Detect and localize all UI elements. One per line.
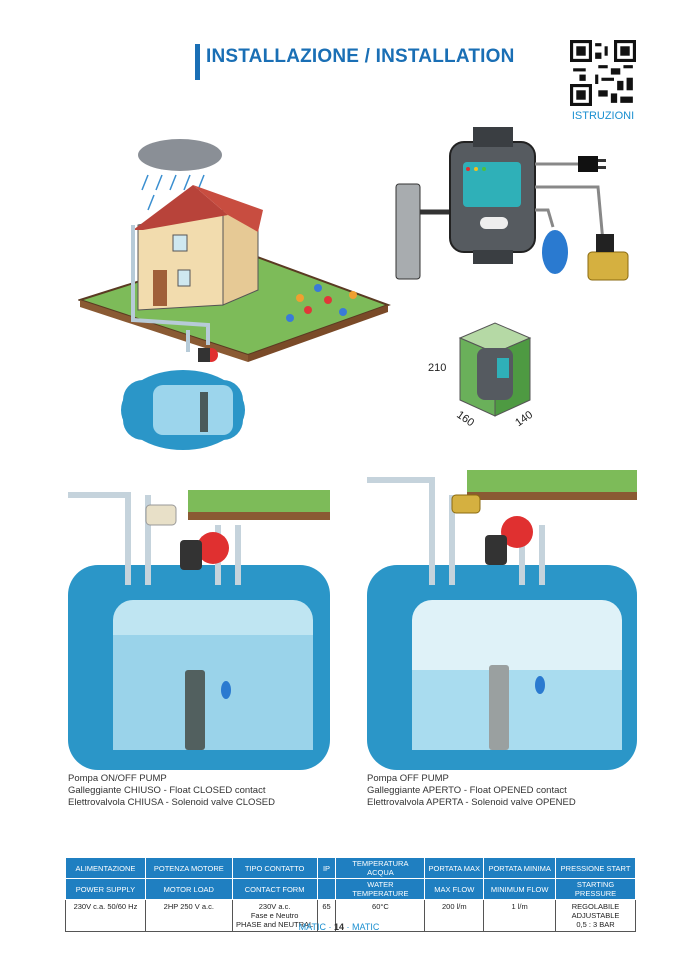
caption-line: Galleggiante APERTO - Float OPENED conta… [367,785,567,796]
column-header: TEMPERATURA ACQUA [335,857,426,879]
page-footer: MATIC · 14 · MATIC [0,922,678,932]
caption-left: Pompa ON/OFF PUMP Galleggiante CHIUSO - … [68,773,275,809]
column-header: POWER SUPPLY [65,878,146,900]
cell-line: REGOLABILE [571,902,620,911]
title-accent-bar [195,44,200,80]
cell-line: 1 l/m [511,902,528,911]
table-cell: 65 [316,899,337,932]
tank-diagram-opened [367,470,637,770]
column-header: ALIMENTAZIONE [65,857,146,879]
column-header: PORTATA MINIMA [483,857,557,879]
cell-line: 60°C [372,902,389,911]
column-header: IP [316,857,337,879]
caption-line: Galleggiante CHIUSO - Float CLOSED conta… [68,785,266,796]
column-header: CONTACT FORM [231,878,318,900]
tank-diagram-closed [68,490,330,770]
column-header [316,878,337,900]
table-row: 230V c.a. 50/60 Hz 2HP 250 V a.c. 230V a.c… [65,899,636,932]
column-header: MOTOR LOAD [144,878,233,900]
column-header: PRESSIONE START [555,857,636,879]
cell-line: 2HP 250 V a.c. [163,902,214,911]
cell-line: PHASE and NEUTRAL [236,920,314,929]
dimension-height: 210 [428,362,447,374]
cell-line: 230V c.a. 50/60 Hz [73,902,138,911]
column-header: TIPO CONTATTO [231,857,318,879]
qr-label: ISTRUZIONI [571,110,635,122]
table-cell: 200 l/m [424,899,485,932]
column-header: POTENZA MOTORE [144,857,233,879]
cell-line: 65 [322,902,331,911]
page-title: INSTALLAZIONE / INSTALLATION [206,46,515,67]
packaging-box-illustration [458,322,532,417]
table-cell: 60°C [335,899,426,932]
caption-line: Elettrovalvola APERTA - Solenoid valve O… [367,797,576,808]
pressure-controller-illustration [395,127,629,281]
table-cell: 1 l/m [483,899,557,932]
footer-brand-right: · MATIC [344,922,380,932]
column-header: MINIMUM FLOW [483,878,557,900]
cell-line: 0,5 : 3 BAR [576,920,615,929]
cell-line: 200 l/m [441,902,467,911]
column-header: STARTING PRESSURE [555,878,636,900]
cell-line: Fase e Neutro [250,911,299,920]
house-installation-illustration [78,139,391,450]
caption-right: Pompa OFF PUMP Galleggiante APERTO - Flo… [367,773,576,809]
caption-line: Pompa ON/OFF PUMP [68,773,167,784]
column-header: MAX FLOW [424,878,485,900]
table-cell: 2HP 250 V a.c. [144,899,233,932]
page-number: 14 [333,922,344,932]
cell-line: ADJUSTABLE [571,911,620,920]
caption-line: Pompa OFF PUMP [367,773,449,784]
column-header: WATER TEMPERATURE [335,878,426,900]
table-cell: 230V c.a. 50/60 Hz [65,899,146,932]
caption-line: Elettrovalvola CHIUSA - Solenoid valve C… [68,797,275,808]
footer-brand-left: MATIC · [298,922,334,932]
qr-code-icon[interactable] [570,40,636,106]
column-header: PORTATA MAX [424,857,485,879]
cell-line: 230V a.c. [258,902,291,911]
